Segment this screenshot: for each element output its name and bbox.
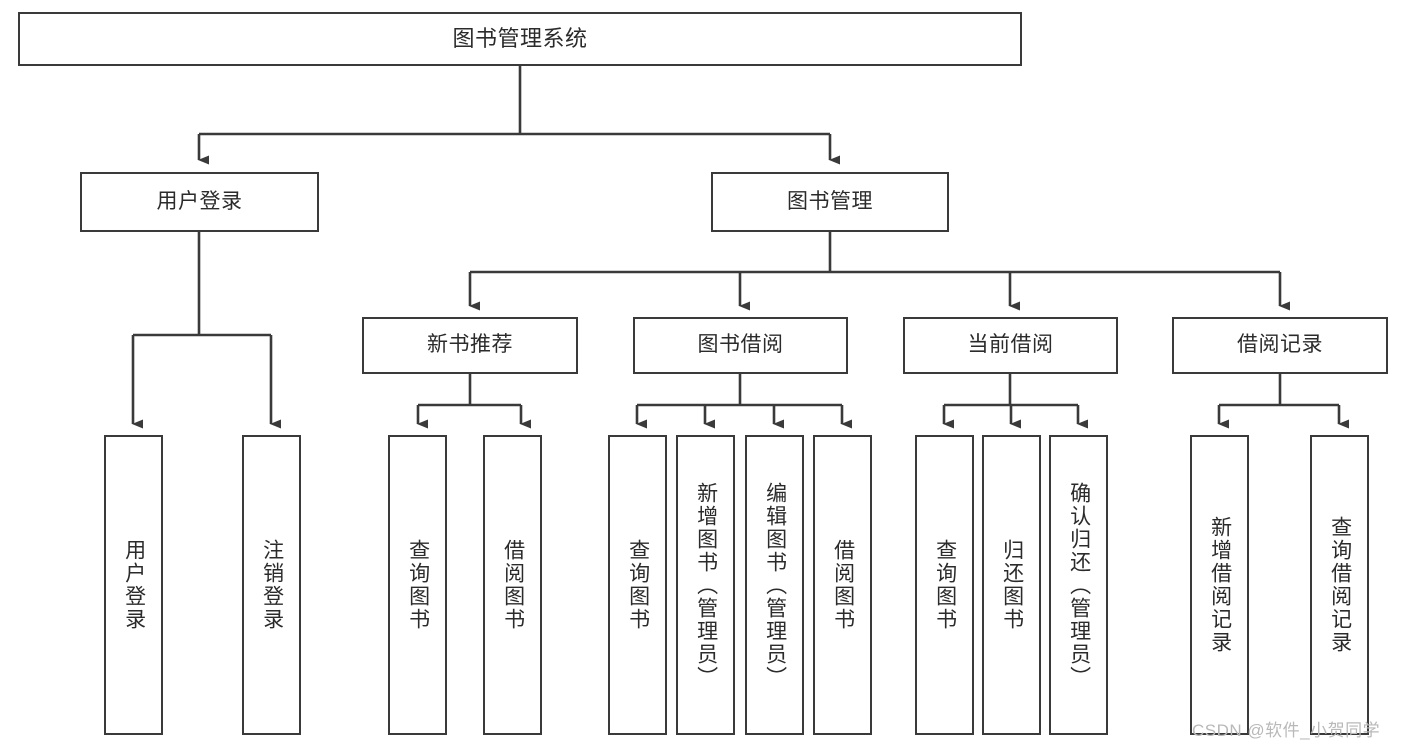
node-leaf-book-borrow-query[interactable]: 查询图书 [608,435,667,735]
node-current-borrow[interactable]: 当前借阅 [903,317,1118,374]
node-leaf-current-borrow-confirm-return-label: 确认归还（管理员） [1067,481,1091,689]
node-leaf-user-login-signin-label: 用户登录 [122,539,146,631]
node-leaf-book-borrow-edit-label: 编辑图书（管理员） [763,481,787,689]
csdn-watermark: CSDN @软件_小贺同学 [1192,721,1381,740]
node-leaf-user-login-signout-label: 注销登录 [260,539,284,631]
node-leaf-book-borrow-add-label: 新增图书（管理员） [694,481,718,689]
node-leaf-borrow-record-add[interactable]: 新增借阅记录 [1190,435,1249,735]
node-leaf-current-borrow-return-label: 归还图书 [1000,539,1024,631]
node-root-system[interactable]: 图书管理系统 [18,12,1022,66]
node-book-management[interactable]: 图书管理 [711,172,949,232]
node-root-system-label: 图书管理系统 [452,26,588,52]
node-borrow-record-label: 借阅记录 [1237,333,1323,357]
node-new-book-recommend-label: 新书推荐 [427,333,513,357]
node-leaf-book-borrow-borrow-label: 借阅图书 [831,539,855,631]
node-current-borrow-label: 当前借阅 [967,333,1054,357]
node-leaf-new-book-query[interactable]: 查询图书 [388,435,447,735]
node-leaf-new-book-borrow[interactable]: 借阅图书 [483,435,542,735]
node-user-login-label: 用户登录 [156,189,243,213]
node-user-login[interactable]: 用户登录 [80,172,319,232]
node-book-management-label: 图书管理 [787,189,873,213]
node-leaf-book-borrow-borrow[interactable]: 借阅图书 [813,435,872,735]
node-leaf-new-book-query-label: 查询图书 [406,539,430,631]
node-leaf-current-borrow-return[interactable]: 归还图书 [982,435,1041,735]
node-leaf-user-login-signout[interactable]: 注销登录 [242,435,301,735]
node-leaf-current-borrow-query-label: 查询图书 [933,539,957,631]
node-new-book-recommend[interactable]: 新书推荐 [362,317,578,374]
node-leaf-borrow-record-add-label: 新增借阅记录 [1208,516,1232,654]
node-book-borrow[interactable]: 图书借阅 [633,317,848,374]
node-leaf-borrow-record-query[interactable]: 查询借阅记录 [1310,435,1369,735]
node-leaf-borrow-record-query-label: 查询借阅记录 [1328,516,1352,654]
node-leaf-book-borrow-edit[interactable]: 编辑图书（管理员） [745,435,804,735]
node-borrow-record[interactable]: 借阅记录 [1172,317,1388,374]
node-leaf-new-book-borrow-label: 借阅图书 [501,539,525,631]
node-leaf-current-borrow-query[interactable]: 查询图书 [915,435,974,735]
node-leaf-book-borrow-add[interactable]: 新增图书（管理员） [676,435,735,735]
node-book-borrow-label: 图书借阅 [697,333,784,357]
node-leaf-current-borrow-confirm-return[interactable]: 确认归还（管理员） [1049,435,1108,735]
node-leaf-user-login-signin[interactable]: 用户登录 [104,435,163,735]
node-leaf-book-borrow-query-label: 查询图书 [626,539,650,631]
